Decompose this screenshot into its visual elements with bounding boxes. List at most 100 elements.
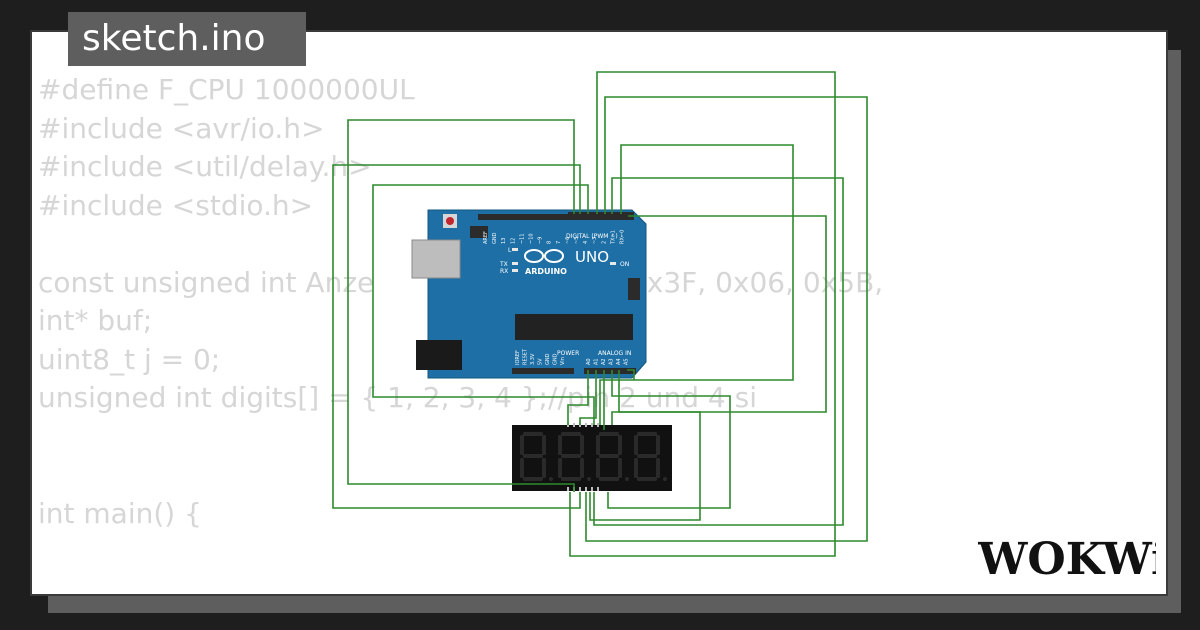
code-line: #include <avr/io.h> [38,111,325,145]
pin-label: 8 [547,241,553,244]
display-pin [597,423,599,427]
microcontroller-chip-icon [515,314,633,340]
arduino-uno-board[interactable]: ARDUINO UNO DIGITAL (PWM ~) POWER ANALOG… [411,209,647,379]
display-pin [585,423,587,427]
led-label-on: ON [620,261,629,268]
wire [599,144,794,425]
digit-segment [634,458,638,478]
pin-label: 5V [538,358,544,365]
digit-segment [637,454,657,458]
digit-segment [596,458,600,478]
digital-header [478,214,626,220]
pin-label: A4 [616,358,622,365]
digit-segment [618,435,622,455]
pin-label: ~11 [519,233,525,244]
display-pin [591,487,593,491]
wire [611,215,827,425]
pin-label: 3.3V [530,353,536,365]
board-model: UNO [575,248,609,266]
digit-segment [634,435,638,455]
wire [585,96,868,542]
display-pin [591,423,593,427]
digit-segment [599,432,619,436]
wokwi-logo: WOKWi [978,534,1156,584]
pin-label: RX←0 [620,230,626,244]
arduino-logo-icon [524,249,564,263]
wire [372,184,595,425]
display-pin [567,487,569,491]
wire [347,119,575,492]
decimal-point [663,477,667,481]
analog-header [584,368,636,374]
digit-segment [523,477,543,481]
pin-label: ~5 [574,237,580,244]
wokwi-logo-text: WOKWi [978,534,1156,584]
pin-label: RESET [523,348,529,365]
wire [627,369,635,380]
display-pin [579,487,581,491]
pin-label: IOREF [515,350,521,365]
power-header [512,368,574,374]
led-label-l: L [508,247,512,254]
wire [569,71,836,557]
digit-segment [520,435,524,455]
analog-header-label: ANALOG IN [598,350,631,357]
digit-segment [523,454,543,458]
digit-segment [542,458,546,478]
wires [332,71,868,557]
board-brand: ARDUINO [525,267,567,276]
code-line: #include <util/delay.h> [38,150,372,183]
digit-segment [523,432,543,436]
digit-segment [637,432,657,436]
decimal-point [625,477,629,481]
pin-label: AREF [483,231,489,244]
pin-label: 12 [510,238,516,244]
pin-label: ~3 [592,237,598,244]
display-pin [573,423,575,427]
decimal-point [549,477,553,481]
wire [567,370,589,425]
pin-label: A1 [594,358,600,365]
digit-segment [580,458,584,478]
digit-segment [561,432,581,436]
decimal-point [587,477,591,481]
pin-label: A5 [624,358,630,365]
code-line: #include <stdio.h> [38,188,314,222]
display-pin [585,487,587,491]
file-tab[interactable]: sketch.ino [68,12,306,66]
wire [607,370,731,509]
digit-segment [599,454,619,458]
code-editor[interactable]: #define F_CPU 1000000UL #include <avr/io.… [38,71,883,533]
seven-segment-display[interactable] [512,423,672,491]
usb-port-icon [411,239,461,279]
power-header-label: POWER [557,350,579,357]
wire [332,164,581,509]
pin-label: GND [553,353,559,365]
pin-label: Vin [560,357,566,365]
pin-label: 4 [583,241,589,244]
digit-segment [561,477,581,481]
digital-header-label: DIGITAL (PWM ~) [566,233,618,240]
display-pin [597,487,599,491]
pin-label: A0 [586,358,592,365]
digit-segment [558,435,562,455]
reset-button-icon[interactable] [446,217,454,225]
pin-label: ~10 [529,233,535,244]
digit-segment [596,435,600,455]
wire [589,370,701,521]
pin-label: GND [545,353,551,365]
pin-label: GND [492,232,498,244]
code-line: #define F_CPU 1000000UL [38,73,415,106]
led-label-tx: TX [499,261,508,268]
pin-label: TX→1 [610,230,616,245]
digit-segment [580,435,584,455]
led-label-rx: RX [500,268,508,275]
code-line-text: const unsigned int Anze [38,265,375,299]
pin-label: ~6 [565,237,571,244]
code-line: uint8_t j = 0; [38,342,221,376]
digit-segment [656,458,660,478]
code-line: int main() { [38,496,202,530]
